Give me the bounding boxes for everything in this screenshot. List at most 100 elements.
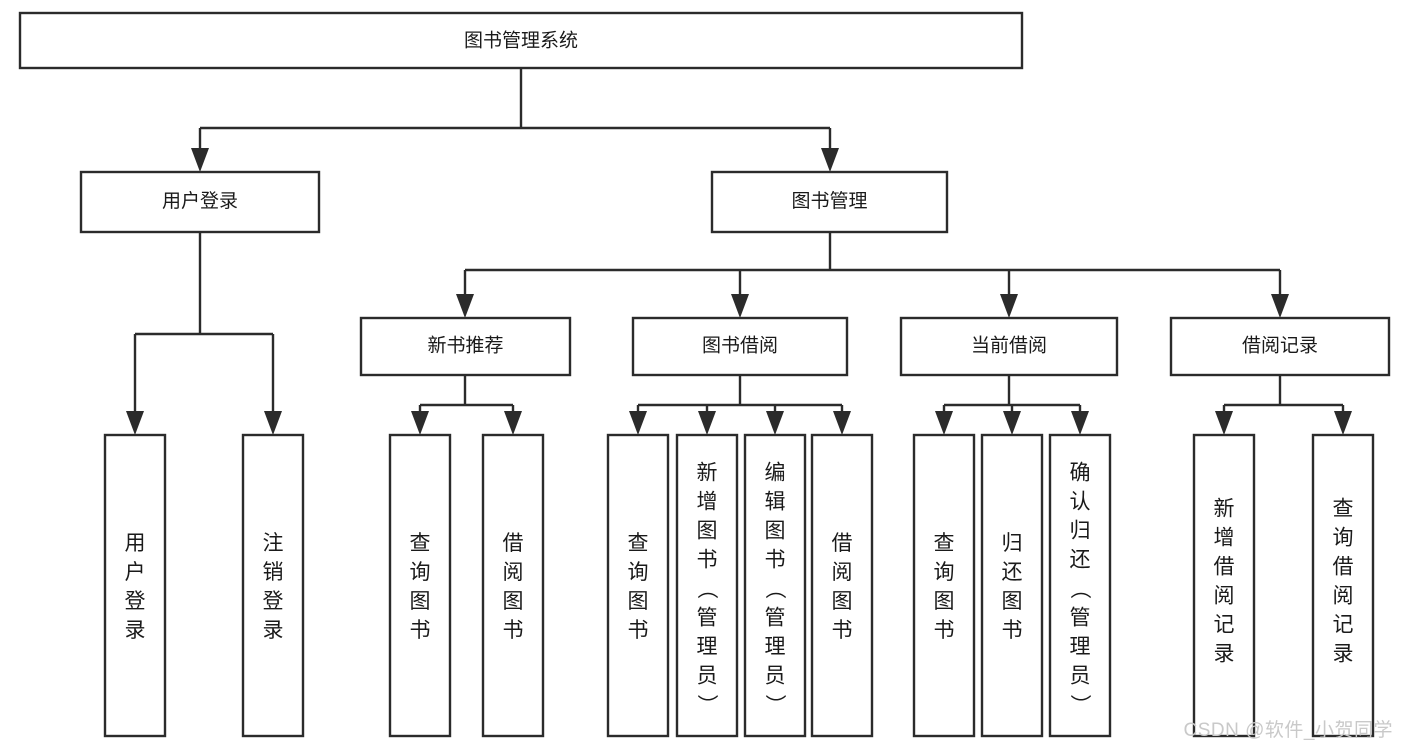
node-leaf-query-book-2-box[interactable] bbox=[606, 433, 670, 738]
arrow-head-icon bbox=[698, 411, 716, 435]
glyph: 借 bbox=[832, 532, 853, 555]
glyph: 员 bbox=[1070, 665, 1091, 688]
arrow-head-icon bbox=[629, 411, 647, 435]
node-leaf-query-book-2[interactable] bbox=[606, 433, 670, 738]
node-new-book-recommend[interactable]: 新书推荐 bbox=[359, 316, 572, 377]
arrow-head-icon bbox=[1000, 294, 1018, 318]
glyph: 管 bbox=[1070, 607, 1091, 630]
node-book-manage-box[interactable] bbox=[710, 170, 949, 234]
node-leaf-borrow-book-1[interactable] bbox=[481, 433, 545, 738]
glyph: 书 bbox=[1002, 619, 1023, 642]
glyph: 书 bbox=[832, 619, 853, 642]
glyph: 理 bbox=[1070, 636, 1091, 659]
arrow-head-icon bbox=[1215, 411, 1233, 435]
node-leaf-return-book[interactable] bbox=[980, 433, 1044, 738]
glyph: 认 bbox=[1070, 491, 1091, 514]
node-borrow-record[interactable]: 借阅记录 bbox=[1169, 316, 1391, 377]
node-book-borrow[interactable]: 图书借阅 bbox=[631, 316, 849, 377]
node-current-borrow-box[interactable] bbox=[899, 316, 1119, 377]
glyph: 图 bbox=[832, 590, 853, 613]
arrow-head-icon bbox=[191, 148, 209, 172]
glyph: 还 bbox=[1002, 561, 1023, 584]
node-leaf-add-book-admin[interactable] bbox=[675, 433, 739, 738]
glyph: 图 bbox=[765, 520, 786, 543]
node-user-login-label: 用户登录 bbox=[162, 190, 238, 212]
glyph: 管 bbox=[697, 607, 718, 630]
glyph: 书 bbox=[934, 619, 955, 642]
glyph: 确 bbox=[1070, 462, 1091, 485]
glyph: 图 bbox=[503, 590, 524, 613]
node-leaf-user-login[interactable] bbox=[103, 433, 167, 738]
node-leaf-add-borrow-record-box[interactable] bbox=[1192, 433, 1256, 738]
node-leaf-user-login-label: 用户登录 bbox=[125, 532, 146, 642]
node-user-login-box[interactable] bbox=[79, 170, 321, 234]
node-leaf-borrow-book-2-box[interactable] bbox=[810, 433, 874, 738]
node-user-login[interactable]: 用户登录 bbox=[79, 170, 321, 234]
glyph: 注 bbox=[263, 532, 284, 555]
connector-group-book-manage bbox=[456, 232, 1289, 318]
glyph: 书 bbox=[628, 619, 649, 642]
glyph: 书 bbox=[697, 549, 718, 572]
node-leaf-borrow-book-1-box[interactable] bbox=[481, 433, 545, 738]
node-leaf-user-logout[interactable] bbox=[241, 433, 305, 738]
arrow-head-icon bbox=[731, 294, 749, 318]
node-leaf-query-book-3[interactable] bbox=[912, 433, 976, 738]
node-leaf-query-borrow-record-box[interactable] bbox=[1311, 433, 1375, 738]
node-leaf-add-borrow-record[interactable] bbox=[1192, 433, 1256, 738]
node-new-book-recommend-box[interactable] bbox=[359, 316, 572, 377]
glyph: 询 bbox=[410, 561, 431, 584]
connector-group-current-borrow bbox=[935, 375, 1089, 435]
node-leaf-user-login-box[interactable] bbox=[103, 433, 167, 738]
node-leaf-query-book-1-box[interactable] bbox=[388, 433, 452, 738]
csdn-watermark: CSDN @软件_小贺同学 bbox=[1183, 720, 1393, 741]
node-leaf-user-logout-box[interactable] bbox=[241, 433, 305, 738]
glyph: 辑 bbox=[765, 491, 786, 514]
node-leaf-add-book-admin-box[interactable] bbox=[675, 433, 739, 738]
glyph: 员 bbox=[765, 665, 786, 688]
leaf-labels-layer: 用户登录注销登录查询图书借阅图书查询图书新增图书（管理员）编辑图书（管理员）借阅… bbox=[125, 462, 1354, 716]
glyph: 图 bbox=[410, 590, 431, 613]
glyph: ） bbox=[763, 694, 786, 715]
node-root[interactable]: 图书管理系统 bbox=[18, 11, 1024, 70]
glyph: ） bbox=[695, 694, 718, 715]
glyph: 员 bbox=[697, 665, 718, 688]
glyph: 阅 bbox=[832, 561, 853, 584]
node-book-manage[interactable]: 图书管理 bbox=[710, 170, 949, 234]
node-leaf-borrow-book-2[interactable] bbox=[810, 433, 874, 738]
glyph: 录 bbox=[125, 619, 146, 642]
node-current-borrow[interactable]: 当前借阅 bbox=[899, 316, 1119, 377]
glyph: 登 bbox=[125, 590, 146, 613]
glyph: 借 bbox=[1333, 556, 1354, 579]
node-current-borrow-label: 当前借阅 bbox=[971, 335, 1047, 357]
node-root-box[interactable] bbox=[18, 11, 1024, 70]
glyph: 询 bbox=[1333, 527, 1354, 550]
node-leaf-confirm-return-admin[interactable] bbox=[1048, 433, 1112, 738]
node-leaf-return-book-box[interactable] bbox=[980, 433, 1044, 738]
node-leaf-edit-book-admin-box[interactable] bbox=[743, 433, 807, 738]
node-book-borrow-box[interactable] bbox=[631, 316, 849, 377]
node-leaf-query-borrow-record[interactable] bbox=[1311, 433, 1375, 738]
arrow-head-icon bbox=[264, 411, 282, 435]
glyph: 户 bbox=[125, 561, 146, 584]
glyph: 登 bbox=[263, 590, 284, 613]
node-leaf-edit-book-admin[interactable] bbox=[743, 433, 807, 738]
arrow-head-icon bbox=[935, 411, 953, 435]
glyph: 增 bbox=[697, 491, 718, 514]
node-leaf-confirm-return-admin-box[interactable] bbox=[1048, 433, 1112, 738]
glyph: 书 bbox=[503, 619, 524, 642]
glyph: （ bbox=[763, 578, 786, 599]
glyph: 阅 bbox=[503, 561, 524, 584]
glyph: 管 bbox=[765, 607, 786, 630]
connector-group-root bbox=[191, 68, 839, 172]
glyph: 理 bbox=[697, 636, 718, 659]
node-leaf-query-book-3-box[interactable] bbox=[912, 433, 976, 738]
glyph: 还 bbox=[1070, 549, 1091, 572]
arrow-head-icon bbox=[821, 148, 839, 172]
node-borrow-record-box[interactable] bbox=[1169, 316, 1391, 377]
glyph: 阅 bbox=[1333, 585, 1354, 608]
arrow-head-icon bbox=[1071, 411, 1089, 435]
node-leaf-query-book-1[interactable] bbox=[388, 433, 452, 738]
